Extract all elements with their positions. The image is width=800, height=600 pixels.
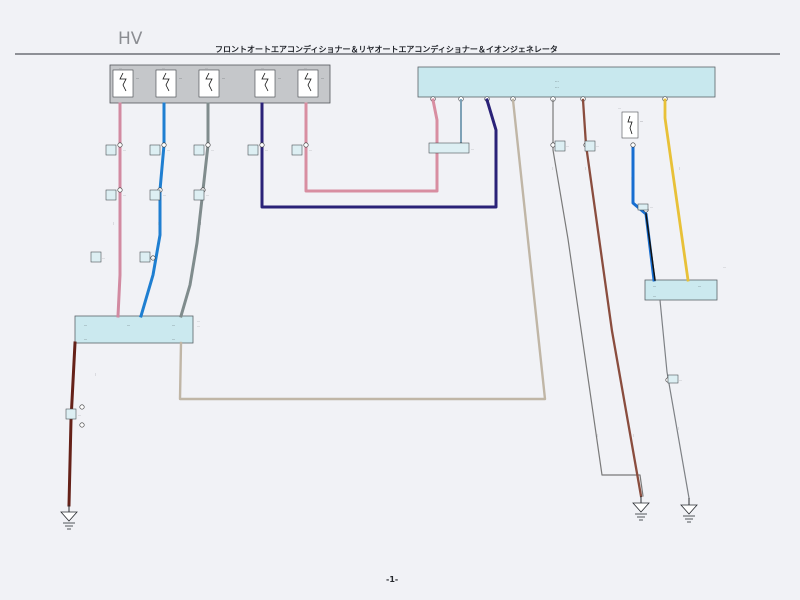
svg-text:...: ...	[163, 193, 166, 197]
fuse-block: ... ... ... ... ... ... ... ... ... ...	[109, 64, 331, 104]
ground-icon	[680, 498, 698, 523]
svg-text:...: ...	[321, 76, 324, 80]
wire-network	[67, 98, 690, 507]
svg-text:...: ...	[471, 147, 474, 151]
svg-text:...: ...	[179, 76, 182, 80]
svg-text:...: ...	[723, 265, 726, 269]
right-fuse: ... ...	[618, 106, 643, 139]
svg-text:...: ...	[197, 319, 200, 323]
svg-text:...: ...	[167, 148, 170, 152]
connector-labels: ... ... ... ... ... ... ... ... ... ... …	[78, 144, 682, 417]
fuse-icon	[155, 69, 177, 98]
svg-text:...: ...	[123, 193, 126, 197]
svg-text:...: ...	[278, 76, 281, 80]
top-right-control-box: ... ...	[417, 66, 716, 102]
svg-text:...: ...	[84, 323, 87, 327]
svg-text:...: ...	[677, 167, 681, 170]
svg-text:...: ...	[205, 66, 208, 70]
svg-text:...: ...	[123, 148, 126, 152]
svg-text:...: ...	[631, 434, 635, 437]
fuse-icon	[198, 69, 220, 98]
ground-icon	[632, 496, 650, 521]
svg-text:...: ...	[566, 144, 569, 148]
svg-text:...: ...	[618, 106, 621, 110]
svg-text:...: ...	[698, 284, 701, 288]
svg-text:...: ...	[197, 324, 200, 328]
svg-text:...: ...	[265, 148, 268, 152]
svg-text:...: ...	[162, 66, 165, 70]
svg-text:...: ...	[172, 337, 175, 341]
svg-text:...: ...	[211, 148, 214, 152]
svg-text:...: ...	[555, 84, 559, 89]
right-control-box: ... ... ... ...	[644, 265, 726, 301]
svg-text:...: ...	[172, 323, 175, 327]
svg-text:...: ...	[653, 294, 656, 298]
svg-text:...: ...	[111, 222, 115, 225]
svg-text:...: ...	[595, 434, 599, 437]
svg-text:...: ...	[206, 193, 209, 197]
svg-text:...: ...	[78, 413, 81, 417]
fuse-icon	[297, 69, 319, 98]
svg-text:...: ...	[261, 66, 264, 70]
svg-text:...: ...	[550, 167, 554, 170]
svg-text:...: ...	[309, 148, 312, 152]
svg-text:...: ...	[304, 66, 307, 70]
svg-text:...: ...	[629, 177, 633, 180]
svg-text:...: ...	[93, 373, 97, 376]
fuse-icon	[621, 111, 639, 139]
inline-connectors	[65, 140, 679, 420]
page-number: -1-	[386, 575, 398, 584]
svg-text:...: ...	[679, 378, 682, 382]
fuse-icon	[254, 69, 276, 98]
ground-symbols	[60, 496, 698, 530]
svg-text:...: ...	[555, 78, 559, 83]
svg-text:...: ...	[119, 66, 122, 70]
svg-text:...: ...	[198, 222, 202, 225]
svg-text:...: ...	[136, 76, 139, 80]
page-title: フロントオートエアコンディショナー＆リヤオートエアコンディショナー＆イオンジェネ…	[215, 44, 558, 54]
svg-text:...: ...	[222, 76, 225, 80]
left-control-box: ... ... ... ... ... ... ...	[74, 315, 200, 344]
svg-text:...: ...	[640, 119, 643, 123]
svg-text:...: ...	[152, 256, 155, 260]
ground-icon	[60, 505, 78, 530]
handwritten-note: HV	[118, 29, 143, 49]
svg-text:...: ...	[676, 427, 680, 430]
svg-text:...: ...	[596, 144, 599, 148]
svg-text:...: ...	[583, 167, 587, 170]
svg-text:...: ...	[102, 256, 105, 260]
svg-text:...: ...	[127, 323, 130, 327]
svg-text:...: ...	[156, 222, 160, 225]
svg-text:...: ...	[653, 284, 656, 288]
fuse-icon	[112, 69, 134, 98]
svg-text:...: ...	[84, 337, 87, 341]
svg-text:...: ...	[650, 205, 653, 209]
wire-labels: ... ... ... ... ... ... ... ... ... ... …	[93, 167, 681, 437]
